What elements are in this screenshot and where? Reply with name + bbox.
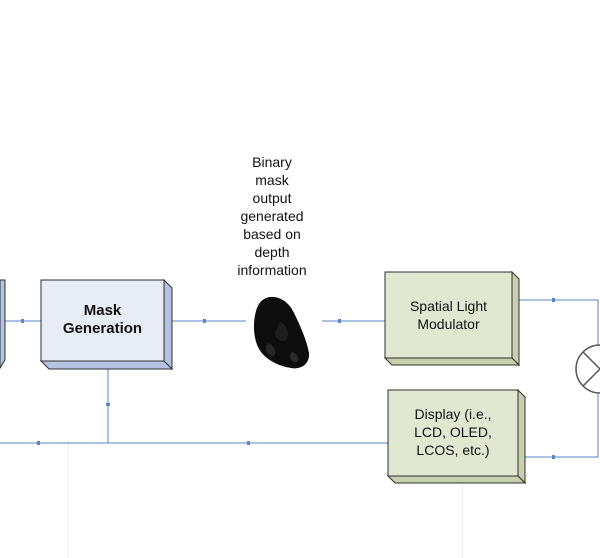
annotation-line: generated — [240, 208, 304, 224]
annotation-line: depth — [254, 244, 290, 260]
annotation-line: Binary — [252, 154, 292, 170]
display-label: Display (i.e., LCD, OLED, LCOS, etc.) — [388, 405, 518, 459]
mask-output-annotation: Binary mask output generated based on de… — [222, 153, 322, 279]
mask-generation-label: Mask Generation — [41, 302, 164, 338]
slm-line: Modulator — [417, 316, 480, 332]
background-guide — [462, 440, 463, 558]
display-block — [386, 388, 527, 485]
background-guide — [68, 440, 69, 558]
connector-slm-output — [508, 299, 599, 345]
annotation-line: mask — [255, 172, 289, 188]
connector-display-output — [511, 392, 599, 458]
mask-generation-line: Mask — [83, 302, 122, 319]
combiner-symbol — [575, 344, 600, 394]
slm-line: Spatial Light — [409, 298, 488, 314]
mask-generation-block — [39, 278, 174, 371]
left-block — [0, 279, 6, 369]
annotation-line: based on — [243, 226, 301, 242]
display-line: LCD, OLED, — [414, 424, 492, 440]
spatial-light-modulator-block — [383, 270, 521, 367]
mask-generation-line: Generation — [62, 320, 143, 337]
display-line: LCOS, etc.) — [416, 442, 490, 458]
spatial-light-modulator-label: Spatial Light Modulator — [385, 297, 512, 333]
annotation-line: output — [252, 190, 292, 206]
annotation-line: information — [237, 262, 307, 278]
binary-mask-image — [253, 296, 310, 369]
display-line: Display (i.e., — [414, 406, 492, 422]
